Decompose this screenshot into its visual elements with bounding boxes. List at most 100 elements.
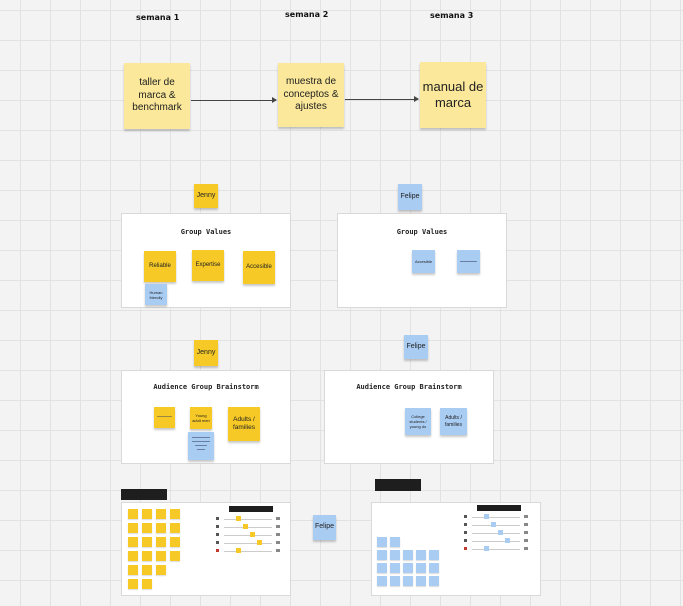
note-adults-families[interactable]: Adults / families [228, 407, 260, 441]
row-track [472, 525, 520, 526]
week-header-2: semana 2 [285, 10, 329, 19]
row-marker[interactable] [257, 540, 262, 545]
mini-sticky[interactable] [156, 523, 166, 533]
mini-sticky[interactable] [128, 565, 138, 575]
mini-sticky[interactable] [403, 576, 413, 586]
mini-sticky[interactable] [377, 563, 387, 573]
row-swatch [216, 517, 219, 520]
mini-sticky[interactable] [170, 523, 180, 533]
vote-board-left[interactable] [121, 502, 291, 596]
row-end [524, 547, 528, 550]
note-expertise[interactable]: Expertise [192, 250, 224, 281]
note-reliable[interactable]: Reliable [144, 251, 176, 282]
mini-sticky[interactable] [390, 576, 400, 586]
mini-sticky[interactable] [128, 523, 138, 533]
note-accesible[interactable]: Accesible [243, 251, 275, 284]
row-marker[interactable] [484, 546, 489, 551]
mini-sticky[interactable] [142, 551, 152, 561]
text-lines [460, 261, 477, 262]
row-marker[interactable] [243, 524, 248, 529]
row-end [276, 525, 280, 528]
row-end [276, 533, 280, 536]
mini-sticky[interactable] [128, 551, 138, 561]
audience-board-left[interactable]: Audience Group Brainstorm Young adult me… [121, 370, 291, 464]
owner-sticky-jenny-2[interactable]: Jenny [194, 340, 218, 366]
row-marker[interactable] [491, 522, 496, 527]
note-young-adult-men[interactable]: Young adult men [190, 407, 212, 429]
row-swatch [464, 547, 467, 550]
mini-sticky[interactable] [429, 550, 439, 560]
note-human-friendly[interactable]: Human friendly [145, 284, 167, 305]
mini-sticky[interactable] [142, 565, 152, 575]
row-track [224, 543, 272, 544]
group-values-board-right[interactable]: Group Values Accesible [337, 213, 507, 308]
vote-row [216, 548, 282, 554]
mini-sticky[interactable] [128, 579, 138, 589]
row-end [276, 541, 280, 544]
row-marker[interactable] [484, 514, 489, 519]
mini-sticky[interactable] [390, 550, 400, 560]
mini-sticky[interactable] [390, 563, 400, 573]
panel-header [477, 505, 521, 511]
mini-sticky[interactable] [156, 551, 166, 561]
note-blank-blue[interactable] [457, 250, 480, 273]
row-track [472, 549, 520, 550]
mini-sticky[interactable] [142, 509, 152, 519]
row-swatch [216, 549, 219, 552]
frame-tag-right[interactable] [375, 479, 421, 491]
connector-arrow-1[interactable] [191, 97, 277, 103]
board-title: Audience Group Brainstorm [356, 383, 462, 391]
row-marker[interactable] [250, 532, 255, 537]
audience-board-right[interactable]: Audience Group Brainstorm College studen… [324, 370, 494, 464]
mini-sticky[interactable] [156, 565, 166, 575]
milestone-sticky-1[interactable]: taller de marca & benchmark [124, 63, 190, 129]
note-lines-blue[interactable] [188, 432, 214, 460]
row-marker[interactable] [505, 538, 510, 543]
mini-sticky[interactable] [142, 579, 152, 589]
mini-sticky[interactable] [128, 509, 138, 519]
mini-sticky[interactable] [429, 563, 439, 573]
mini-sticky[interactable] [170, 509, 180, 519]
group-values-board-left[interactable]: Group Values Reliable Expertise Accesibl… [121, 213, 291, 308]
board-title: Group Values [396, 228, 448, 236]
mini-sticky[interactable] [403, 563, 413, 573]
mini-sticky[interactable] [416, 576, 426, 586]
owner-sticky-jenny[interactable]: Jenny [194, 184, 218, 208]
mini-sticky[interactable] [156, 537, 166, 547]
row-marker[interactable] [236, 548, 241, 553]
mini-sticky[interactable] [403, 550, 413, 560]
owner-sticky-felipe-2[interactable]: Felipe [404, 335, 428, 359]
connector-arrow-2[interactable] [345, 96, 419, 102]
mini-sticky[interactable] [377, 537, 387, 547]
board-title: Group Values [180, 228, 232, 236]
row-end [524, 531, 528, 534]
owner-sticky-felipe[interactable]: Felipe [398, 184, 422, 210]
frame-tag-left[interactable] [121, 489, 167, 500]
mini-sticky[interactable] [390, 537, 400, 547]
mini-sticky[interactable] [416, 563, 426, 573]
mini-sticky[interactable] [377, 576, 387, 586]
mini-sticky[interactable] [170, 537, 180, 547]
vote-board-right[interactable] [371, 502, 541, 596]
mini-sticky[interactable] [142, 537, 152, 547]
mini-sticky[interactable] [142, 523, 152, 533]
mini-sticky[interactable] [377, 550, 387, 560]
owner-sticky-felipe-3[interactable]: Felipe [313, 515, 336, 540]
row-marker[interactable] [498, 530, 503, 535]
mini-sticky[interactable] [429, 576, 439, 586]
mini-sticky[interactable] [156, 509, 166, 519]
milestone-sticky-3[interactable]: manual de marca [420, 62, 486, 128]
vote-row [216, 524, 282, 530]
row-end [276, 517, 280, 520]
note-accesible-blue[interactable]: Accesible [412, 250, 435, 273]
row-track [224, 527, 272, 528]
mini-sticky[interactable] [416, 550, 426, 560]
note-blank-yellow[interactable] [154, 407, 175, 428]
row-track [224, 519, 272, 520]
note-adults-families-blue[interactable]: Adults / families [440, 408, 467, 435]
mini-sticky[interactable] [128, 537, 138, 547]
note-college-students[interactable]: College students / young do [405, 408, 431, 435]
mini-sticky[interactable] [170, 551, 180, 561]
milestone-sticky-2[interactable]: muestra de conceptos & ajustes [278, 63, 344, 127]
row-marker[interactable] [236, 516, 241, 521]
